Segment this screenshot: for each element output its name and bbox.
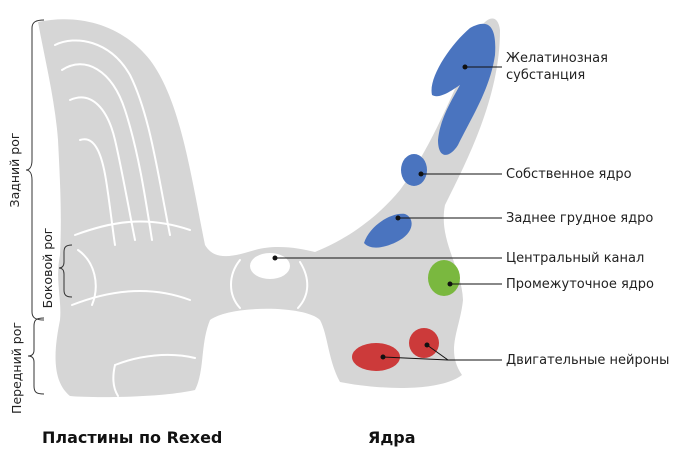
label-central-canal: Центральный канал [506, 251, 644, 266]
label-motor-neurons: Двигательные нейроны [506, 353, 669, 368]
rexed-laminae-lines [54, 39, 309, 397]
label-gelatinosa-line1: Желатинозная [506, 51, 608, 66]
bracket-anterior-horn [27, 317, 45, 395]
bracket-posterior-horn [25, 19, 45, 321]
dot-motor-1 [424, 342, 430, 348]
lamina-line-8 [114, 353, 196, 366]
dot-gelatinosa [462, 64, 468, 70]
lamina-line-10 [230, 259, 241, 309]
bracket-lateral-horn [58, 244, 73, 298]
label-thoracic-nucleus: Заднее грудное ядро [506, 211, 653, 226]
lamina-line-9 [112, 364, 119, 397]
label-posterior-horn: Задний рог [7, 133, 22, 208]
label-proper-nucleus: Собственное ядро [506, 167, 632, 182]
lamina-line-7 [71, 289, 191, 306]
label-lateral-horn: Боковой рог [40, 228, 55, 309]
lamina-line-2 [61, 63, 153, 241]
dot-intermediate [447, 281, 453, 287]
dot-proper [418, 171, 424, 177]
motor-neurons-nucleus-2 [352, 343, 400, 371]
lamina-line-6 [77, 249, 97, 306]
leader-motor-branch-2 [382, 356, 449, 361]
central-canal [250, 253, 290, 279]
caption-rexed-laminae: Пластины по Rexed [42, 428, 222, 447]
lamina-line-3 [69, 96, 136, 241]
label-gelatinosa-line2: субстанция [506, 68, 585, 83]
gray-matter-shape [38, 18, 500, 398]
dot-canal [272, 255, 278, 261]
dot-thoracic [395, 215, 401, 221]
leader-dots [272, 64, 468, 360]
lamina-line-11 [297, 261, 309, 309]
dorsal-thoracic-nucleus [364, 213, 412, 248]
horn-brackets [25, 19, 73, 395]
substantia-gelatinosa [431, 23, 496, 155]
dot-motor-2 [380, 354, 386, 360]
leader-lines [275, 66, 502, 361]
label-intermediate-nucleus: Промежуточное ядро [506, 277, 654, 292]
lamina-line-4 [79, 138, 116, 246]
caption-nuclei: Ядра [368, 428, 416, 447]
leader-motor-branch [426, 344, 449, 361]
lamina-line-5 [74, 220, 191, 236]
label-anterior-horn: Передний рог [9, 322, 24, 414]
motor-neurons-nucleus-1 [409, 328, 439, 358]
nucleus-proprius [401, 154, 427, 186]
intermediate-nucleus [428, 260, 460, 296]
lamina-line-1 [54, 39, 171, 236]
